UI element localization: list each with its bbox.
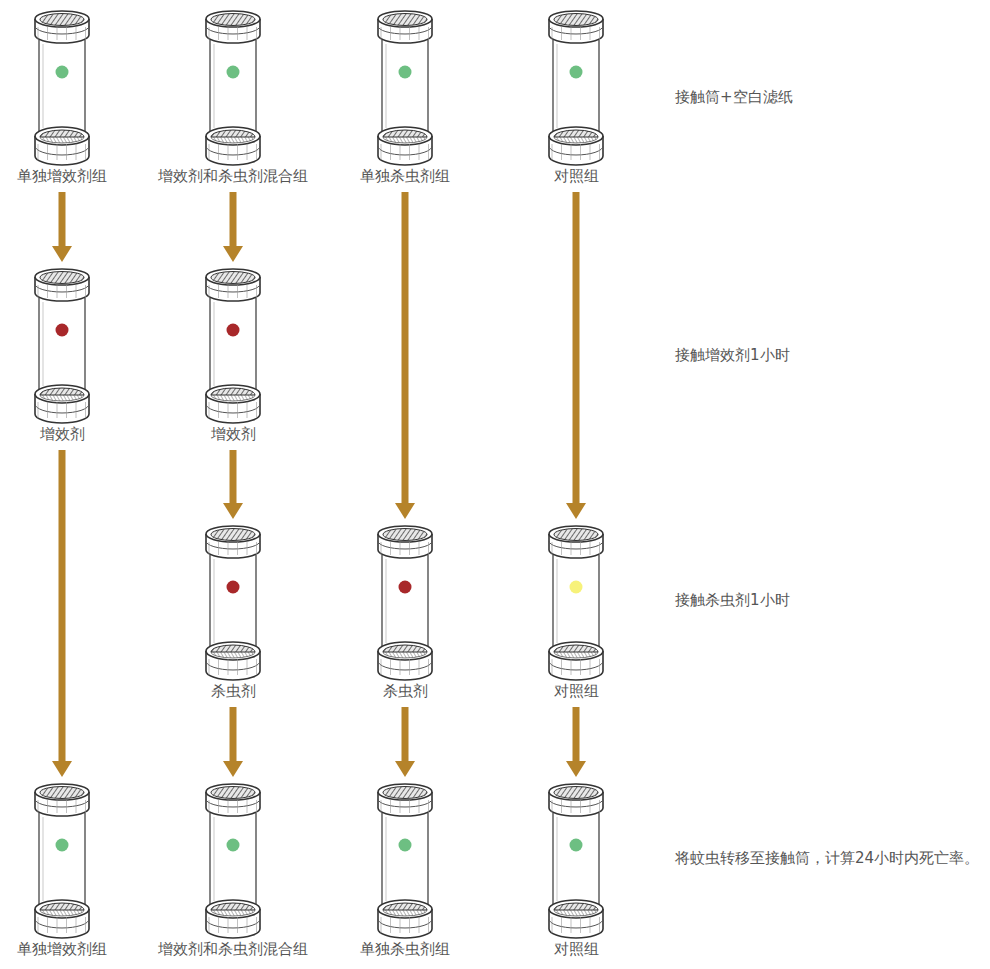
contact-tube	[202, 783, 264, 939]
tube-caption: 增效剂和杀虫剂混合组	[156, 939, 310, 959]
contact-tube	[374, 10, 436, 166]
contact-tube	[545, 10, 607, 166]
tube-node: 增效剂和杀虫剂混合组	[156, 783, 310, 959]
tube-node: 杀虫剂	[202, 525, 264, 701]
tube-node: 对照组	[545, 10, 607, 186]
tube-node: 杀虫剂	[374, 525, 436, 701]
contact-tube	[374, 783, 436, 939]
contact-tube	[545, 783, 607, 939]
tube-caption: 增效剂	[38, 424, 87, 444]
tube-node: 增效剂	[31, 268, 93, 444]
tube-node: 增效剂	[202, 268, 264, 444]
step-label: 将蚊虫转移至接触筒，计算24小时内死亡率。	[675, 848, 979, 868]
contact-tube	[202, 268, 264, 424]
tube-caption: 单独杀虫剂组	[358, 166, 452, 186]
tube-caption: 增效剂	[209, 424, 258, 444]
tube-caption: 单独杀虫剂组	[358, 939, 452, 959]
flow-arrow	[223, 707, 243, 777]
tube-node: 单独增效剂组	[15, 10, 109, 186]
tube-caption: 杀虫剂	[381, 681, 430, 701]
step-label: 接触增效剂1小时	[675, 345, 790, 365]
flow-arrow	[52, 450, 72, 777]
tube-node: 对照组	[545, 525, 607, 701]
flow-arrow	[223, 450, 243, 519]
tube-caption: 增效剂和杀虫剂混合组	[156, 166, 310, 186]
tube-node: 对照组	[545, 783, 607, 959]
flow-arrow	[395, 707, 415, 777]
contact-tube	[31, 783, 93, 939]
tube-caption: 对照组	[552, 681, 601, 701]
contact-tube	[202, 525, 264, 681]
contact-tube	[31, 268, 93, 424]
contact-tube	[545, 525, 607, 681]
contact-tube	[31, 10, 93, 166]
contact-tube	[202, 10, 264, 166]
flow-arrow	[566, 192, 586, 519]
flow-arrow	[52, 192, 72, 262]
tube-node: 增效剂和杀虫剂混合组	[156, 10, 310, 186]
flow-arrow	[566, 707, 586, 777]
tube-caption: 杀虫剂	[209, 681, 258, 701]
tube-node: 单独杀虫剂组	[358, 10, 452, 186]
step-label: 接触筒+空白滤纸	[675, 87, 793, 107]
tube-node: 单独增效剂组	[15, 783, 109, 959]
tube-caption: 对照组	[552, 166, 601, 186]
contact-tube	[374, 525, 436, 681]
tube-caption: 单独增效剂组	[15, 939, 109, 959]
flow-arrow	[223, 192, 243, 262]
step-label: 接触杀虫剂1小时	[675, 590, 790, 610]
flow-arrow	[395, 192, 415, 519]
tube-caption: 对照组	[552, 939, 601, 959]
tube-node: 单独杀虫剂组	[358, 783, 452, 959]
tube-caption: 单独增效剂组	[15, 166, 109, 186]
